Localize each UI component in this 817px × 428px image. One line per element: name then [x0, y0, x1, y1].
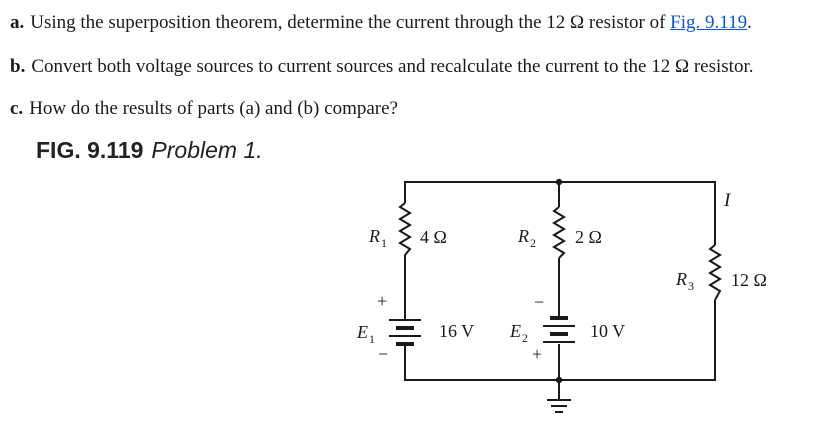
- r2-name: R: [517, 226, 529, 246]
- r1-name: R: [368, 226, 380, 246]
- r3-name: R: [675, 269, 687, 289]
- e1-name: E: [356, 322, 368, 342]
- r1-value: 4 Ω: [420, 227, 447, 247]
- r2-subscript: 2: [530, 236, 536, 250]
- figure-title: Problem 1.: [151, 137, 263, 163]
- r1-subscript: 1: [381, 236, 387, 250]
- r3-subscript: 3: [688, 279, 694, 293]
- part-c-text: How do the results of parts (a) and (b) …: [29, 98, 398, 119]
- e2-plus: +: [532, 344, 542, 364]
- figure-caption: FIG. 9.119 Problem 1.: [36, 137, 263, 164]
- resistor-r3-zigzag: [708, 244, 722, 301]
- question-part-c: c.How do the results of parts (a) and (b…: [10, 98, 398, 120]
- question-part-b: b.Convert both voltage sources to curren…: [10, 56, 754, 78]
- ground-icon: [547, 399, 571, 413]
- part-c-label: c.: [10, 98, 24, 119]
- e1-value: 16 V: [439, 321, 474, 341]
- r3-value: 12 Ω: [731, 270, 767, 290]
- e2-subscript: 2: [522, 331, 528, 345]
- r2-value: 2 Ω: [575, 227, 602, 247]
- figure-link[interactable]: Fig. 9.119: [670, 12, 748, 33]
- part-a-label: a.: [10, 12, 25, 33]
- bottom-junction-dot: [555, 376, 563, 384]
- resistor-r2: R 2 2 Ω: [517, 206, 602, 259]
- figure-number: FIG. 9.119: [36, 137, 144, 163]
- question-part-a: a.Using the superposition theorem, deter…: [10, 12, 752, 34]
- battery-e1: + − E 1 16 V: [356, 291, 474, 364]
- circuit-wires: [404, 178, 716, 400]
- battery-e2: − + E 2 10 V: [509, 292, 625, 364]
- resistor-r1-zigzag: [398, 202, 412, 256]
- e1-subscript: 1: [369, 332, 375, 346]
- resistor-r2-zigzag: [552, 206, 566, 259]
- current-label: I: [723, 190, 732, 211]
- resistor-r1: R 1 4 Ω: [368, 202, 447, 256]
- e2-value: 10 V: [590, 321, 625, 341]
- part-a-period: .: [747, 12, 752, 33]
- e1-plus: +: [377, 291, 387, 311]
- part-b-label: b.: [10, 56, 26, 77]
- part-a-text: Using the superposition theorem, determi…: [30, 12, 671, 33]
- part-b-text: Convert both voltage sources to current …: [31, 56, 754, 77]
- top-junction-dot: [555, 178, 563, 186]
- e2-name: E: [509, 321, 521, 341]
- e1-minus: −: [378, 344, 388, 364]
- e2-minus: −: [534, 292, 544, 312]
- resistor-r3: R 3 12 Ω I: [675, 190, 767, 301]
